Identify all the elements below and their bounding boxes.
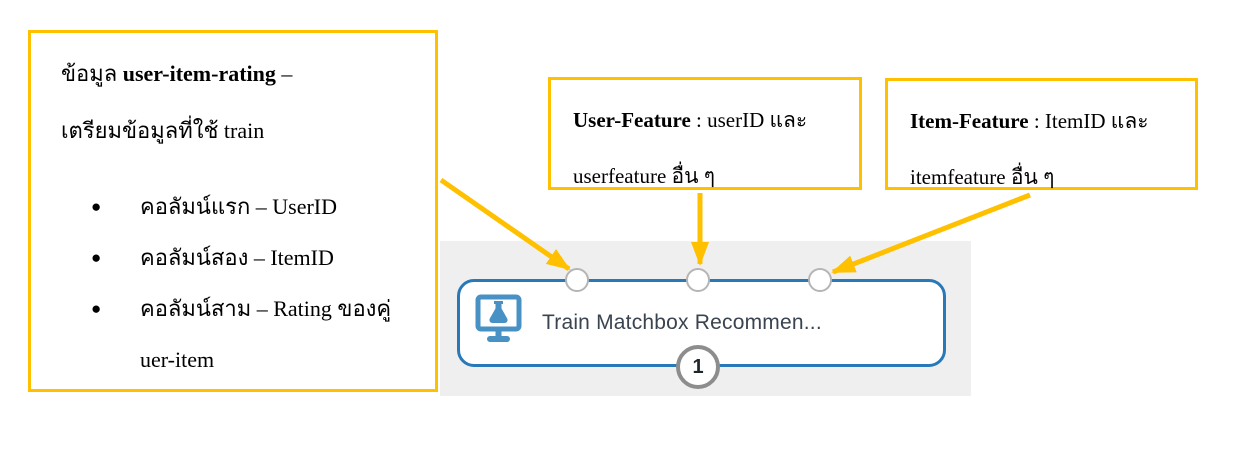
bullet-third-column: คอลัมน์สาม – Rating ของคู่ uer-item (61, 283, 415, 385)
input-port-user-features[interactable] (686, 268, 710, 292)
callout-subtitle: เตรียมข้อมูลที่ใช้ train (61, 118, 265, 143)
output-port-label: 1 (692, 355, 704, 378)
callout-user-item-rating: ข้อมูล user-item-rating – เตรียมข้อมูลที… (28, 30, 438, 392)
user-feature-term: User-Feature (573, 108, 691, 132)
input-port-item-features[interactable] (808, 268, 832, 292)
module-title: Train Matchbox Recommen... (542, 311, 822, 334)
callout-item-feature: Item-Feature : ItemID และ itemfeature อื… (885, 78, 1198, 190)
bullet-first-column: คอลัมน์แรก – UserID (61, 181, 415, 232)
callout-bullet-list: คอลัมน์แรก – UserID คอลัมน์สอง – ItemID … (61, 181, 415, 385)
user-feature-line2: userfeature อื่น ๆ (573, 164, 716, 188)
train-matchbox-recommender-node[interactable]: Train Matchbox Recommen... (457, 279, 946, 367)
callout-user-feature: User-Feature : userID และ userfeature อื… (548, 77, 862, 190)
item-feature-term: Item-Feature (910, 109, 1029, 133)
output-port[interactable]: 1 (676, 345, 720, 389)
item-feature-line2: itemfeature อื่น ๆ (910, 165, 1055, 189)
callout-title: ข้อมูล user-item-rating – (61, 61, 293, 86)
flask-monitor-icon (475, 294, 522, 352)
input-port-training-data[interactable] (565, 268, 589, 292)
bullet-second-column: คอลัมน์สอง – ItemID (61, 232, 415, 283)
